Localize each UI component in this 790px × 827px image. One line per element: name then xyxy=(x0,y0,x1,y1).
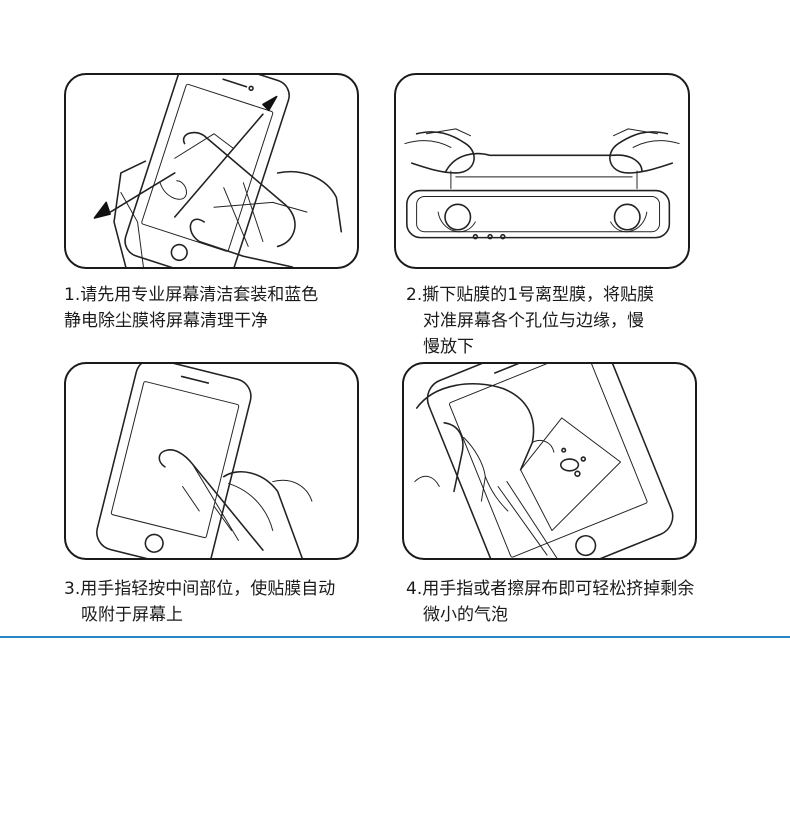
step-3-line-1: 3.用手指轻按中间部位，使贴膜自动 xyxy=(64,579,336,599)
step-2-line-3: 慢放下 xyxy=(423,337,474,357)
step-3-illustration xyxy=(64,362,359,560)
pressing-film-illustration xyxy=(96,364,313,558)
step-2-line-1: 2.撕下贴膜的1号离型膜，将贴膜 xyxy=(406,285,655,305)
step-4-illustration xyxy=(402,362,697,560)
step-1-line-2: 静电除尘膜将屏幕清理干净 xyxy=(64,311,268,331)
aligning-film-illustration xyxy=(404,128,680,240)
cleaning-phone-illustration xyxy=(93,75,343,267)
step-1-line-1: 1.请先用专业屏幕清洁套装和蓝色 xyxy=(64,285,319,305)
step-4-caption: 4.用手指或者擦屏布即可轻松挤掉剩余 微小的气泡 xyxy=(406,576,776,628)
section-divider xyxy=(0,636,790,638)
step-3-line-2: 吸附于屏幕上 xyxy=(81,605,183,625)
step-4-line-1: 4.用手指或者擦屏布即可轻松挤掉剩余 xyxy=(406,579,695,599)
step-3-caption: 3.用手指轻按中间部位，使贴膜自动 吸附于屏幕上 xyxy=(64,576,394,628)
step-2-illustration xyxy=(394,73,690,269)
step-1-illustration xyxy=(64,73,359,269)
step-2-line-2: 对准屏幕各个孔位与边缘，慢 xyxy=(423,311,644,331)
removing-bubbles-illustration xyxy=(414,364,674,558)
step-2-caption: 2.撕下贴膜的1号离型膜，将贴膜 对准屏幕各个孔位与边缘，慢 慢放下 xyxy=(406,282,736,360)
step-4-line-2: 微小的气泡 xyxy=(423,605,508,625)
step-1-caption: 1.请先用专业屏幕清洁套装和蓝色 静电除尘膜将屏幕清理干净 xyxy=(64,282,394,334)
